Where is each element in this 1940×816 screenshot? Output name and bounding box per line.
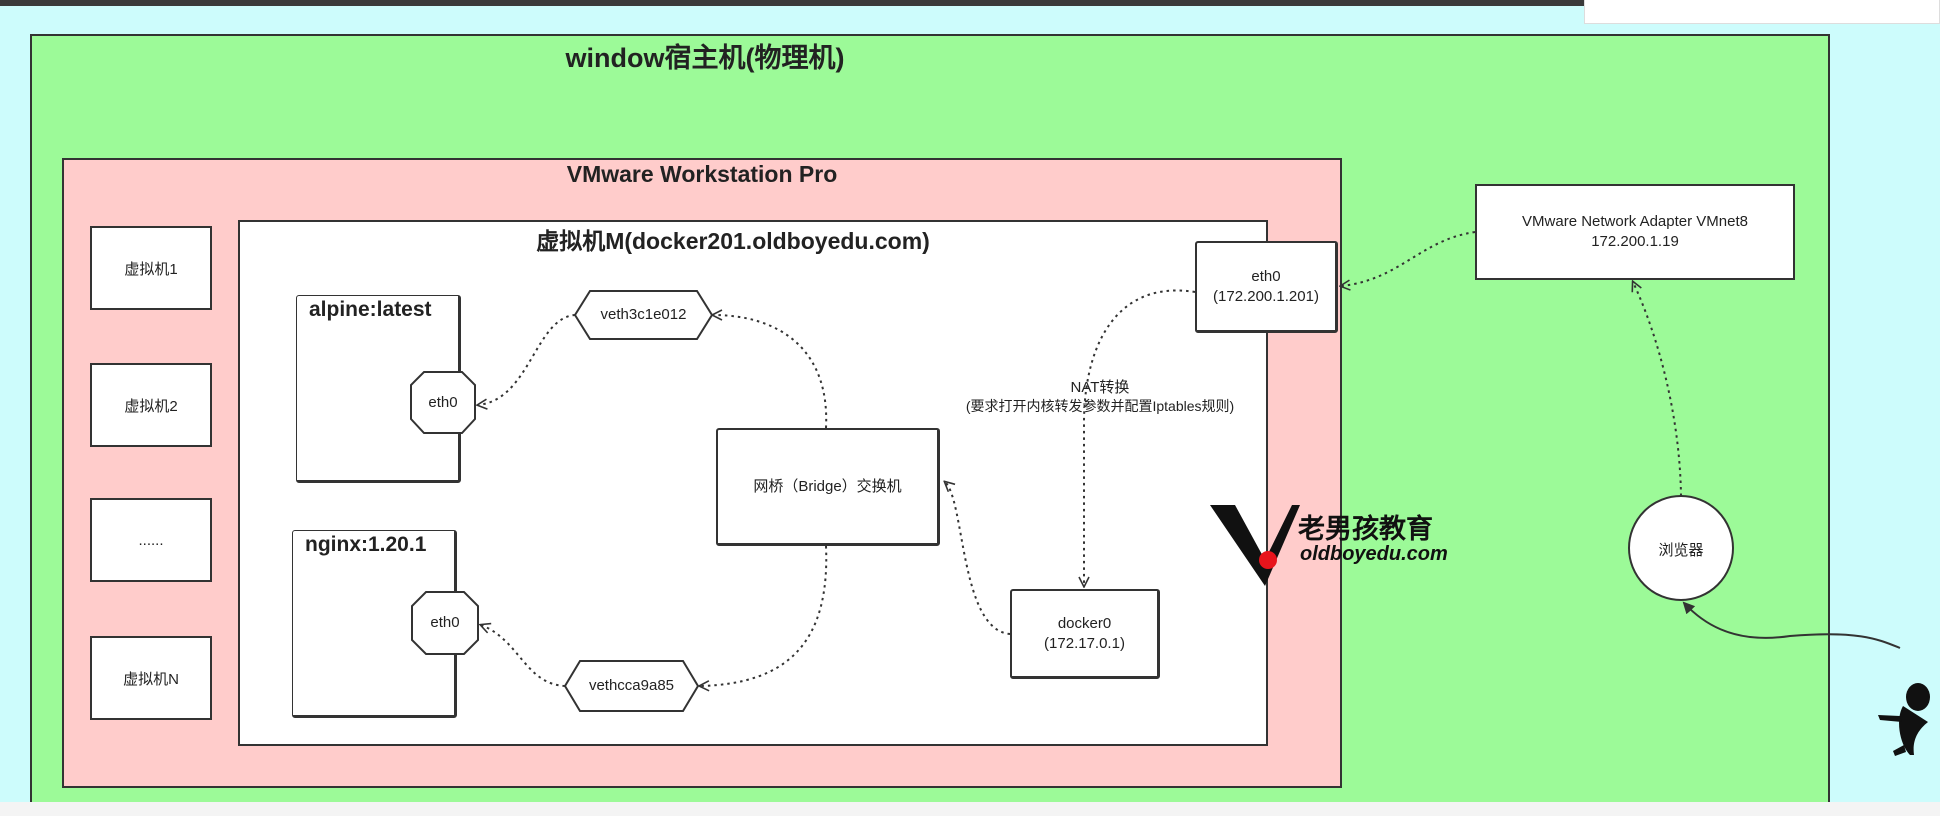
docker0-ip: (172.17.0.1) xyxy=(1044,634,1125,652)
bridge-label: 网桥（Bridge）交换机 xyxy=(753,477,902,495)
vmnet8-ip: 172.200.1.19 xyxy=(1591,233,1679,250)
vm-box-2: 虚拟机2 xyxy=(90,363,212,447)
logo-text-en: oldboyedu.com xyxy=(1300,543,1448,565)
nat-title: NAT转换 xyxy=(1070,379,1130,396)
vm-box-ellipsis: ...... xyxy=(90,498,212,582)
connector-docker0-bridge xyxy=(945,482,1011,635)
veth1-label: veth3c1e012 xyxy=(600,306,687,323)
alpine-eth0-label: eth0 xyxy=(428,394,458,411)
user-silhouette-icon xyxy=(1878,683,1930,756)
nginx-eth0-label: eth0 xyxy=(430,614,460,631)
container-alpine-title: alpine:latest xyxy=(309,298,432,321)
veth2-label: vethcca9a85 xyxy=(588,677,675,694)
top-tab-fragment xyxy=(1584,0,1940,24)
eth0-host-ip: (172.200.1.201) xyxy=(1213,287,1319,305)
connector-eth0-docker0 xyxy=(1084,289,1196,586)
alpine-eth0-octagon xyxy=(410,371,476,434)
docker0-node: docker0 (172.17.0.1) xyxy=(1010,589,1160,679)
connector-bridge-veth1 xyxy=(713,315,828,429)
vmnet8-name: VMware Network Adapter VMnet8 xyxy=(1522,213,1748,230)
window-top-bar xyxy=(0,0,1940,6)
eth0-host-node: eth0 (172.200.1.201) xyxy=(1195,241,1338,333)
connector-veth1-alpine-eth0 xyxy=(478,314,576,405)
vm-box-n: 虚拟机N xyxy=(90,636,212,720)
logo-mark-icon xyxy=(1210,505,1300,586)
eth0-host-name: eth0 xyxy=(1251,267,1281,285)
docker0-name: docker0 xyxy=(1057,614,1112,632)
connector-bridge-veth2 xyxy=(700,545,828,686)
browser-label: 浏览器 xyxy=(1658,542,1704,559)
vmnet8-adapter: VMware Network Adapter VMnet8 172.200.1.… xyxy=(1475,184,1795,280)
bottom-strip xyxy=(0,802,1940,816)
connector-veth2-nginx-eth0 xyxy=(481,625,566,687)
container-nginx-title: nginx:1.20.1 xyxy=(305,533,427,556)
connector-browser-vmnet8 xyxy=(1633,282,1682,497)
logo-text-cn: 老男孩教育 xyxy=(1298,514,1433,544)
vmware-title: VMware Workstation Pro xyxy=(566,161,838,187)
connector-vmnet8-eth0 xyxy=(1341,231,1476,286)
nat-note: (要求打开内核转发参数并配置Iptables规则) xyxy=(965,398,1235,414)
vm-m-title: 虚拟机M(docker201.oldboyedu.com) xyxy=(536,228,930,254)
bridge-switch: 网桥（Bridge）交换机 xyxy=(716,428,940,546)
connector-user-browser xyxy=(1682,601,1901,649)
nginx-eth0-octagon xyxy=(411,591,479,655)
vm-box-1: 虚拟机1 xyxy=(90,226,212,310)
host-title: window宿主机(物理机) xyxy=(565,43,845,73)
